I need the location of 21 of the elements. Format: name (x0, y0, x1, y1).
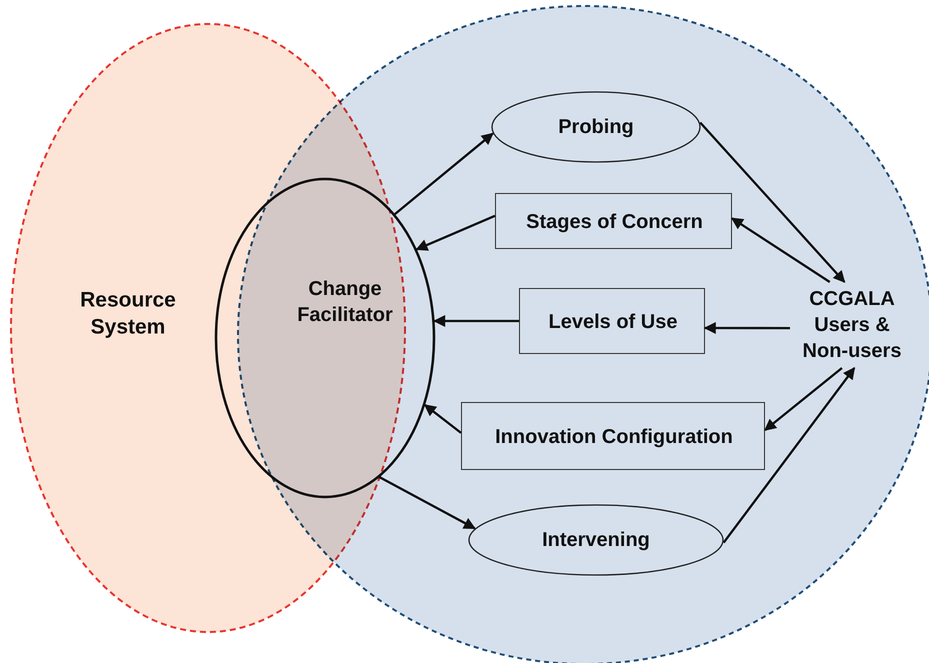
node-label: Levels of Use (548, 310, 678, 335)
node-label: Change Facilitator (296, 277, 394, 328)
concept-box (519, 288, 705, 354)
arrow (722, 367, 856, 544)
node-label: Stages of Concern (525, 210, 704, 235)
arrow (424, 404, 462, 434)
arrow (699, 122, 846, 283)
concept-box (495, 193, 732, 249)
node-label: Intervening (541, 528, 651, 553)
arrow (378, 476, 476, 530)
arrow (416, 214, 496, 251)
node-label: Probing (557, 115, 635, 140)
node-label: Innovation Configuration (494, 425, 734, 450)
concept-box (461, 402, 765, 470)
arrow (433, 315, 519, 327)
arrow (704, 322, 790, 334)
node-label: CCGALA Users & Non-users (802, 287, 902, 364)
arrow (394, 132, 494, 216)
node-label: Resource System (79, 288, 177, 341)
arrow (731, 217, 830, 283)
arrow (764, 367, 843, 432)
